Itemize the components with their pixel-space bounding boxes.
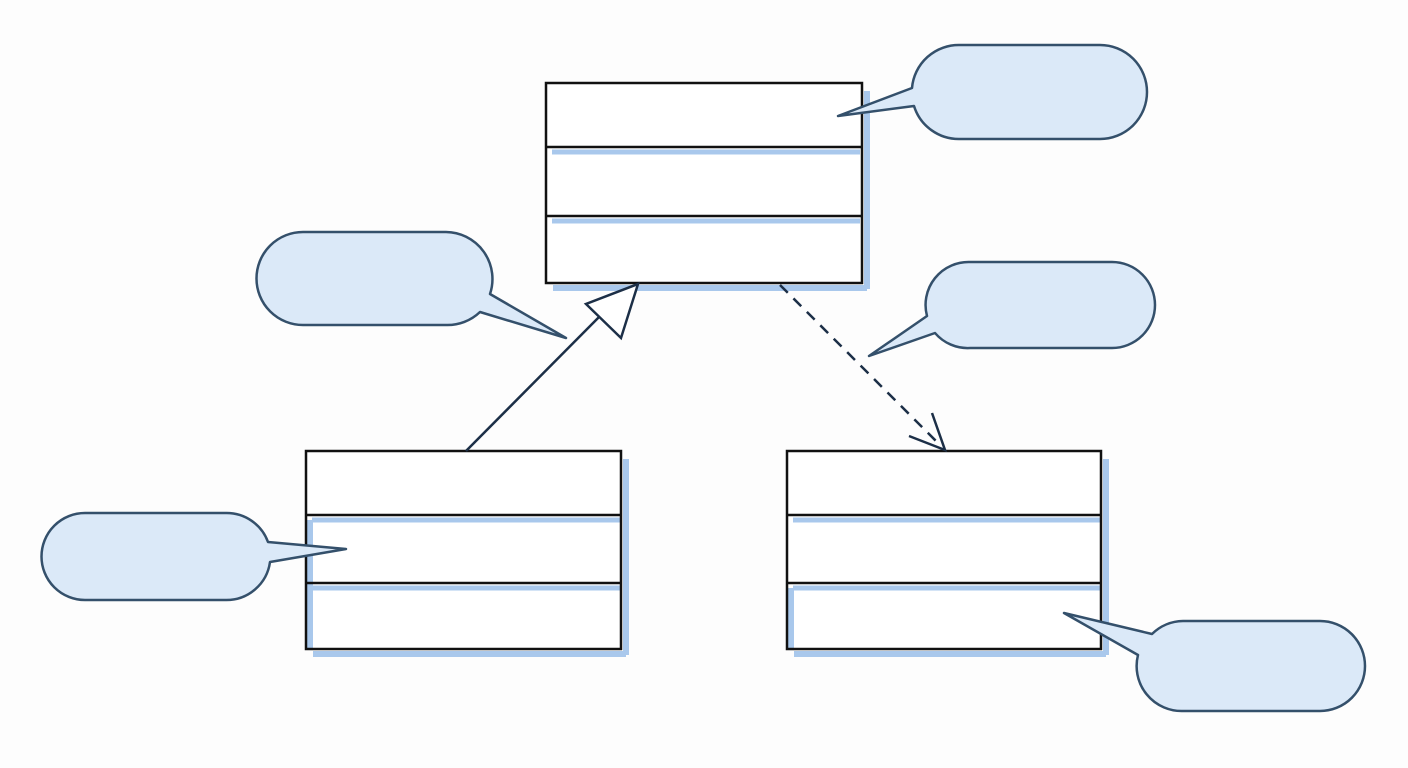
callout-generalization-bubble bbox=[255, 230, 568, 340]
callout-generalization[interactable] bbox=[255, 230, 568, 340]
class-box-bottom-right-background bbox=[787, 451, 1101, 649]
callout-top-class-bubble bbox=[836, 43, 1149, 141]
callout-top-class[interactable] bbox=[836, 43, 1149, 141]
class-box-top-background bbox=[546, 83, 862, 283]
dependency-connector[interactable] bbox=[779, 284, 948, 453]
class-box-bottom-left[interactable] bbox=[304, 449, 629, 657]
callout-dependency-bubble bbox=[867, 260, 1157, 358]
generalization-connector[interactable] bbox=[465, 281, 640, 452]
class-box-top[interactable] bbox=[544, 81, 870, 291]
callout-dependency[interactable] bbox=[867, 260, 1157, 358]
class-box-bottom-left-background bbox=[306, 451, 621, 649]
callout-right-class[interactable] bbox=[1062, 611, 1367, 713]
callout-right-class-bubble bbox=[1062, 611, 1367, 713]
class-box-bottom-right[interactable] bbox=[785, 449, 1109, 657]
generalization-line bbox=[465, 311, 605, 452]
class-box-top-outline bbox=[544, 81, 864, 285]
callout-left-class[interactable] bbox=[40, 511, 348, 602]
dependency-line bbox=[779, 284, 941, 446]
callout-left-class-bubble bbox=[40, 511, 348, 602]
open-arrowhead-icon bbox=[908, 412, 948, 453]
hollow-triangle-arrowhead-icon bbox=[583, 281, 640, 341]
class-box-bottom-right-outline bbox=[785, 449, 1103, 651]
